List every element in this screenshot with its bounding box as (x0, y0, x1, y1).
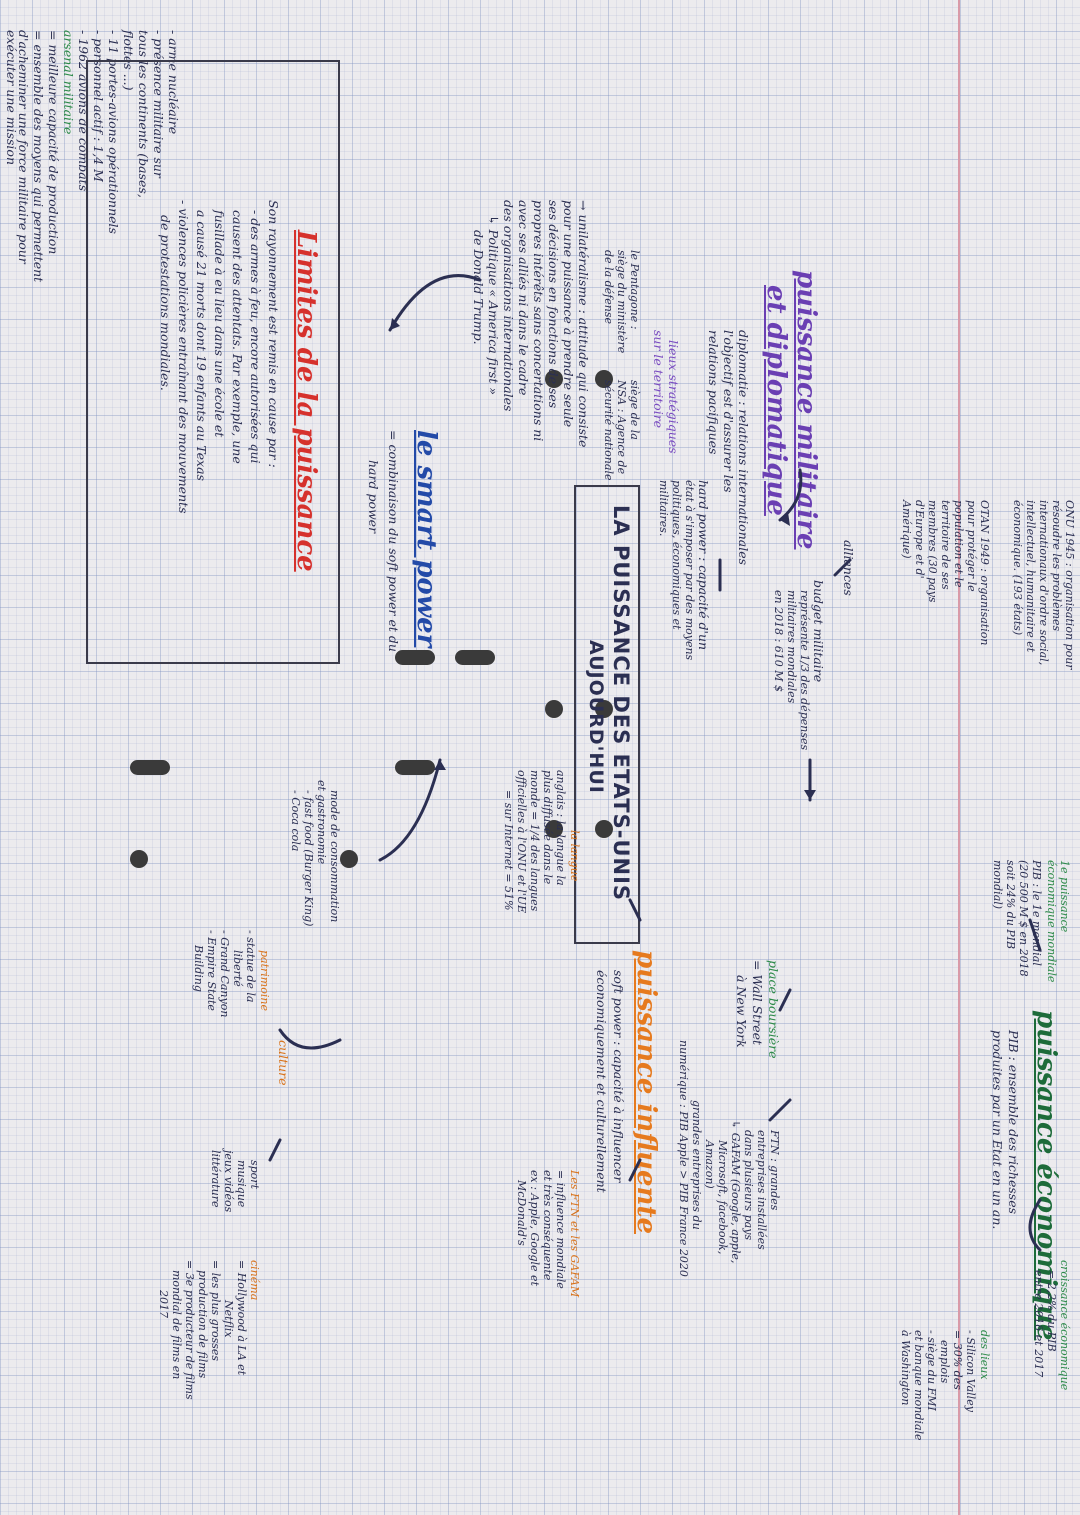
arrow (278, 1028, 342, 1050)
binder-hole (395, 760, 435, 775)
binder-hole (595, 700, 613, 718)
binder-hole (545, 700, 563, 718)
arrow (1028, 1198, 1042, 1252)
margin-line (958, 0, 960, 1515)
binder-hole (395, 650, 435, 665)
binder-hole (340, 850, 358, 868)
arrow (778, 468, 803, 522)
binder-hole (545, 820, 563, 838)
arrow (778, 988, 792, 1012)
arrow (1028, 918, 1042, 952)
arrow-head (390, 318, 400, 330)
binder-hole (130, 760, 170, 775)
binder-hole (130, 850, 148, 868)
binder-hole (595, 370, 613, 388)
binder-hole (545, 370, 563, 388)
arrow (628, 1158, 642, 1182)
binder-hole (595, 820, 613, 838)
arrow-head (434, 760, 446, 770)
arrow (388, 274, 482, 332)
arrow-head (804, 790, 816, 800)
arrow-head (780, 512, 790, 526)
arrow (628, 898, 642, 922)
arrow (768, 1098, 792, 1122)
arrow (378, 758, 442, 862)
arrow (833, 558, 852, 577)
binder-hole (455, 650, 495, 665)
arrow (268, 1138, 282, 1162)
